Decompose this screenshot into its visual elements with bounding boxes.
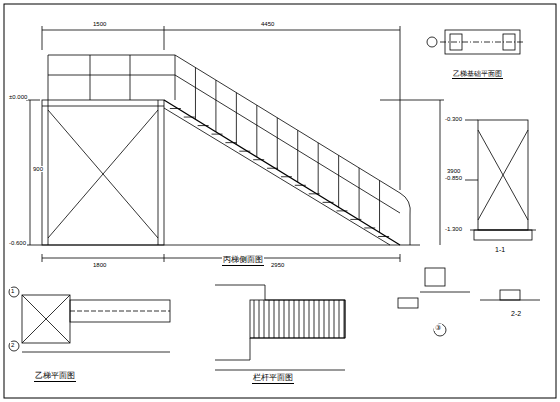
view-title: 乙梯平面图 — [34, 372, 76, 382]
stroke — [329, 300, 330, 338]
stroke — [277, 118, 278, 170]
view-title: 丙梯侧面图 — [222, 256, 264, 266]
stroke — [284, 300, 285, 338]
stroke — [253, 159, 264, 160]
stroke — [324, 300, 325, 338]
dimension-label: 1500 — [92, 21, 107, 27]
stroke — [304, 300, 305, 338]
stroke — [170, 108, 181, 109]
stroke — [212, 134, 223, 135]
stroke — [225, 142, 236, 143]
dimension-label: 3900 — [446, 168, 461, 174]
stroke — [350, 219, 361, 220]
stroke — [198, 125, 209, 126]
dimension-label: ③ — [434, 324, 442, 331]
dimension-label: 2950 — [270, 262, 285, 268]
view-title: 栏杆平面图 — [252, 374, 294, 384]
dimension-label: 2-2 — [510, 310, 522, 317]
dimension-label: ±0.000 — [8, 94, 28, 100]
stroke — [336, 210, 347, 211]
stroke — [378, 236, 389, 237]
dimension-label: -1.300 — [444, 226, 463, 232]
dimension-label: 1800 — [92, 262, 107, 268]
dimension-label: -0.300 — [444, 116, 463, 122]
dimension-label: -0.600 — [8, 240, 27, 246]
stroke — [215, 80, 216, 132]
stroke — [314, 300, 315, 338]
stroke — [267, 168, 278, 169]
stroke — [195, 68, 196, 120]
stroke — [236, 93, 237, 145]
stroke — [334, 300, 335, 338]
stroke — [364, 227, 375, 228]
stroke — [359, 168, 360, 220]
stroke — [299, 300, 300, 338]
stroke — [289, 300, 290, 338]
stroke — [344, 300, 345, 338]
stroke — [309, 300, 310, 338]
stroke — [279, 300, 280, 338]
stroke — [254, 300, 255, 338]
stroke — [294, 300, 295, 338]
stroke — [379, 180, 380, 232]
dimension-label: -0.850 — [444, 175, 463, 181]
stroke — [239, 151, 250, 152]
dimension-label: 1-1 — [494, 246, 506, 253]
dimension-label: 4450 — [260, 21, 275, 27]
stroke — [259, 300, 260, 338]
dimension-label: 1 — [10, 288, 15, 294]
stroke — [264, 300, 265, 338]
stroke — [256, 105, 257, 157]
stroke — [297, 130, 298, 182]
stroke — [319, 300, 320, 338]
stroke — [184, 117, 195, 118]
stroke — [274, 300, 275, 338]
stroke — [295, 185, 306, 186]
stroke — [281, 176, 292, 177]
stroke — [269, 300, 270, 338]
stroke — [318, 143, 319, 195]
stroke — [323, 202, 334, 203]
stroke — [339, 300, 340, 338]
stroke — [338, 155, 339, 207]
view-title: 乙梯基础平面图 — [452, 70, 503, 79]
dimension-label: 2 — [10, 342, 15, 348]
dimension-label: 900 — [32, 166, 44, 172]
